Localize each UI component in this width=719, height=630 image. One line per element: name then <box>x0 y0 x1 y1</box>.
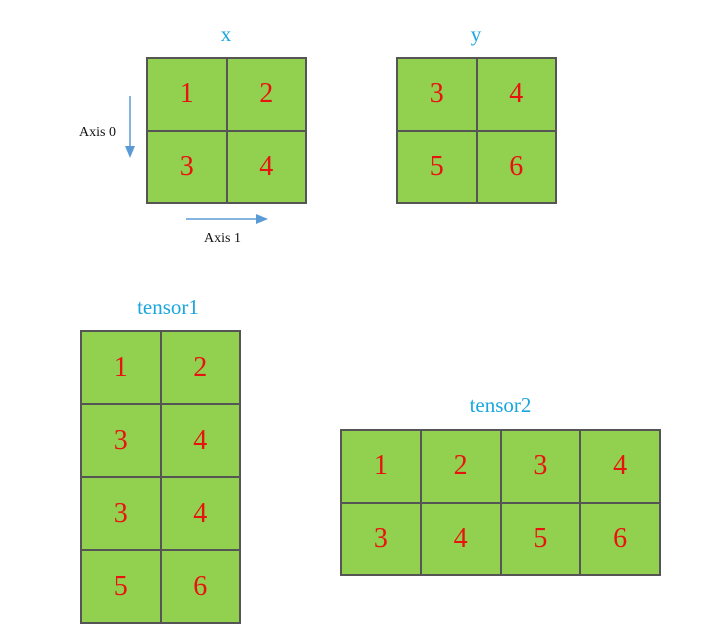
tensor1-grid: 1 2 3 4 3 4 5 6 <box>80 330 241 624</box>
tensor2-cell: 5 <box>501 503 580 574</box>
tensor2-grid: 1 2 3 4 3 4 5 6 <box>340 429 661 576</box>
tensor1-cell: 2 <box>161 332 239 403</box>
y-title: y <box>470 22 482 46</box>
y-grid: 3 4 5 6 <box>396 57 557 204</box>
axis0-label: Axis 0 <box>79 125 116 140</box>
tensor2-cell: 6 <box>581 503 659 574</box>
y-cell: 6 <box>477 131 555 202</box>
tensor2-cell: 1 <box>342 431 420 502</box>
tensor1-cell: 4 <box>161 478 239 549</box>
tensor2-cell: 3 <box>501 431 580 502</box>
tensor2-cell: 3 <box>342 503 420 574</box>
x-title: x <box>220 22 232 46</box>
tensor1-cell: 1 <box>82 332 160 403</box>
tensor1-cell: 6 <box>161 551 239 622</box>
x-cell: 1 <box>148 59 226 130</box>
y-cell: 4 <box>477 59 555 130</box>
x-cell: 3 <box>148 131 226 202</box>
y-cell: 3 <box>398 59 476 130</box>
axis0-arrow-icon <box>125 96 135 158</box>
tensor1-cell: 5 <box>82 551 160 622</box>
axis1-arrow-icon <box>186 214 268 224</box>
x-cell: 2 <box>227 59 305 130</box>
tensor2-cell: 4 <box>421 503 500 574</box>
tensor2-cell: 2 <box>421 431 500 502</box>
tensor1-title: tensor1 <box>137 295 199 319</box>
tensor2-cell: 4 <box>581 431 659 502</box>
tensor1-cell: 3 <box>82 478 160 549</box>
x-grid: 1 2 3 4 <box>146 57 307 204</box>
x-cell: 4 <box>227 131 305 202</box>
tensor2-title: tensor2 <box>469 393 532 417</box>
tensor1-cell: 3 <box>82 405 160 476</box>
axis1-label: Axis 1 <box>204 231 241 246</box>
y-cell: 5 <box>398 131 476 202</box>
tensor1-cell: 4 <box>161 405 239 476</box>
